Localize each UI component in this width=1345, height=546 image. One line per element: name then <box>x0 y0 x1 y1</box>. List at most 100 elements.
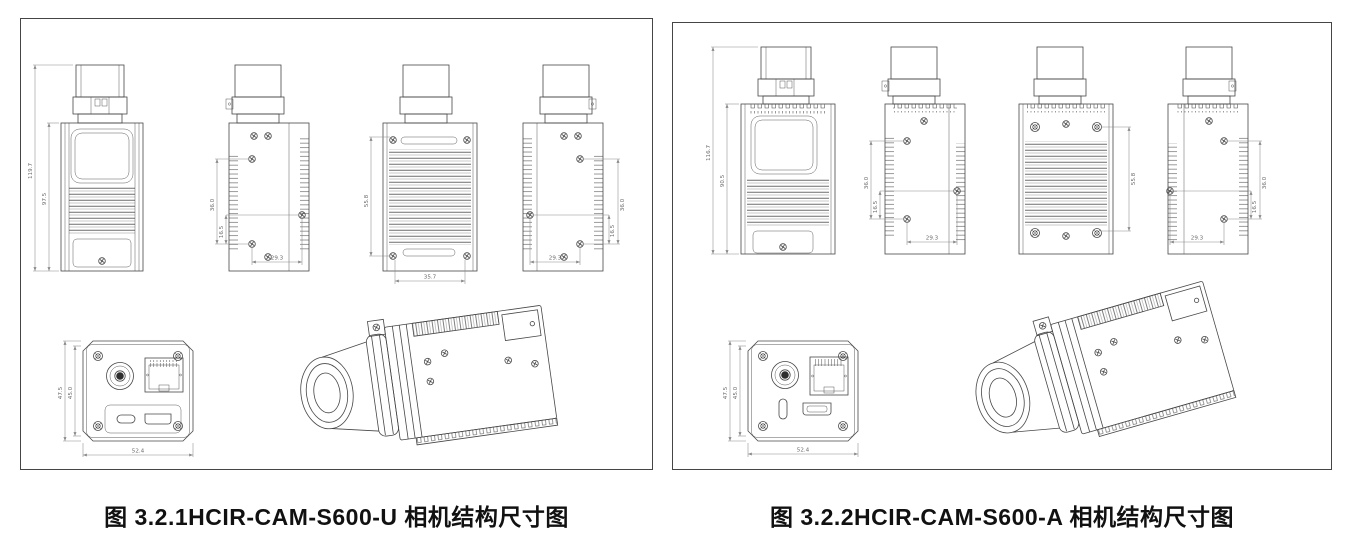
dim-hole-span: 36.0 <box>583 158 626 245</box>
dim-label: 16.5 <box>873 200 879 213</box>
dim-label: 35.7 <box>424 275 437 281</box>
side-view-left: 36.0 16.5 29.3 <box>210 64 310 272</box>
dim-slot-span: 55.8 <box>364 136 390 257</box>
perspective-view <box>292 297 558 460</box>
dim-rear-width: 52.4 <box>82 443 194 457</box>
screw-icon <box>389 252 397 260</box>
dim-body-height: 97.5 <box>42 122 59 271</box>
dim-label: 45.0 <box>733 386 739 399</box>
dim-hole-offset: 16.5 <box>1173 190 1258 219</box>
dim-label: 52.4 <box>797 448 810 454</box>
hdmi-port-icon <box>802 402 832 416</box>
side-view-right: 36.0 16.5 29.3 <box>522 64 626 272</box>
screw-icon <box>576 155 584 163</box>
screw-icon <box>248 240 256 248</box>
dim-label: 90.5 <box>720 174 726 187</box>
ethernet-port-icon <box>809 356 849 396</box>
back-view: 55.8 35.7 <box>364 64 478 284</box>
screw-icon <box>264 132 272 140</box>
power-connector-icon <box>106 362 134 390</box>
drawing-s600a: 116.7 90.5 36.0 16.5 <box>706 46 1268 469</box>
figure-caption-s600u: 图 3.2.1HCIR-CAM-S600-U 相机结构尺寸图 <box>104 504 569 530</box>
dim-label: 116.7 <box>706 145 712 161</box>
screw-icon <box>758 351 768 361</box>
screw-icon <box>1030 228 1040 238</box>
dim-label: 36.0 <box>1262 176 1268 189</box>
dim-rear-inner-height: 45.0 <box>733 345 746 437</box>
screw-icon <box>1030 122 1040 132</box>
ethernet-port-icon <box>144 357 184 393</box>
dim-overall-height: 119.7 <box>28 64 73 272</box>
dim-label: 97.5 <box>42 192 48 205</box>
figure-panel-s600a: 116.7 90.5 36.0 16.5 <box>672 22 1332 470</box>
dim-hole-offset: 16.5 <box>219 214 299 244</box>
screw-icon <box>560 132 568 140</box>
back-view: 55.8 <box>1018 46 1137 255</box>
screw-icon <box>838 421 848 431</box>
screw-icon <box>463 252 471 260</box>
dim-label: 36.0 <box>864 176 870 189</box>
dim-hole-span: 36.0 <box>210 158 249 245</box>
screw-icon <box>250 132 258 140</box>
screw-icon <box>758 421 768 431</box>
dim-rear-width: 52.4 <box>747 443 859 457</box>
dim-hole-pitch: 29.3 <box>1169 195 1225 245</box>
dim-hole-pitch-bottom: 35.7 <box>394 260 466 284</box>
dim-label: 52.4 <box>132 449 145 455</box>
front-view: 116.7 90.5 <box>706 46 836 255</box>
screw-icon <box>98 257 106 265</box>
screw-icon <box>248 155 256 163</box>
dim-label: 45.0 <box>68 386 74 399</box>
usb-c-port-icon <box>778 398 788 420</box>
dim-label: 29.3 <box>271 256 284 262</box>
dim-label: 29.3 <box>1191 236 1204 242</box>
screw-icon <box>574 132 582 140</box>
dim-rear-outer-height: 47.5 <box>723 340 746 442</box>
dim-label: 29.3 <box>549 256 562 262</box>
dim-label: 36.0 <box>210 198 216 211</box>
dim-label: 47.5 <box>723 386 729 399</box>
hdmi-port-icon <box>144 413 172 425</box>
drawing-s600u: 119.7 97.5 36.0 16 <box>28 64 626 469</box>
dim-label: 29.3 <box>926 236 939 242</box>
dim-hole-offset: 16.5 <box>533 214 616 244</box>
dim-label: 16.5 <box>219 225 225 238</box>
screw-icon <box>903 137 911 145</box>
rear-panel-view: 47.5 45.0 52.4 <box>58 340 194 457</box>
dim-rear-inner-height: 45.0 <box>68 345 81 437</box>
dim-hole-pitch: 29.3 <box>906 195 958 245</box>
dim-label: 119.7 <box>28 163 34 179</box>
screw-icon <box>576 240 584 248</box>
figure-panel-s600u: 119.7 97.5 36.0 16 <box>20 18 653 470</box>
screw-icon <box>1205 117 1213 125</box>
screw-icon <box>389 136 397 144</box>
screw-icon <box>1062 120 1070 128</box>
dim-label: 16.5 <box>1252 200 1258 213</box>
dim-label: 55.8 <box>364 194 370 207</box>
dim-label: 55.8 <box>1131 172 1137 185</box>
screw-icon <box>920 117 928 125</box>
screw-icon <box>1220 137 1228 145</box>
dim-hole-span: 36.0 <box>1227 140 1268 220</box>
power-connector-icon <box>771 361 799 389</box>
screw-icon <box>463 136 471 144</box>
screw-icon <box>903 215 911 223</box>
screw-icon <box>93 421 103 431</box>
screw-icon <box>1220 215 1228 223</box>
perspective-view <box>960 273 1236 466</box>
dim-overall-height: 116.7 <box>706 46 758 255</box>
dim-label: 36.0 <box>620 198 626 211</box>
dim-label: 16.5 <box>610 224 616 237</box>
side-view-right: 36.0 16.5 29.3 <box>1166 46 1268 255</box>
figure-caption-s600a: 图 3.2.2HCIR-CAM-S600-A 相机结构尺寸图 <box>770 504 1234 530</box>
dim-hole-offset: 16.5 <box>873 190 954 219</box>
dim-hole-pitch: 29.3 <box>251 219 303 265</box>
dim-hole-pitch: 29.3 <box>529 219 581 265</box>
screw-icon <box>560 253 568 261</box>
rear-panel-view: 47.5 45.0 52.4 <box>723 340 859 457</box>
screw-icon <box>779 243 787 251</box>
screw-icon <box>173 351 183 361</box>
dim-hole-span: 36.0 <box>864 140 904 220</box>
screw-icon <box>1092 122 1102 132</box>
